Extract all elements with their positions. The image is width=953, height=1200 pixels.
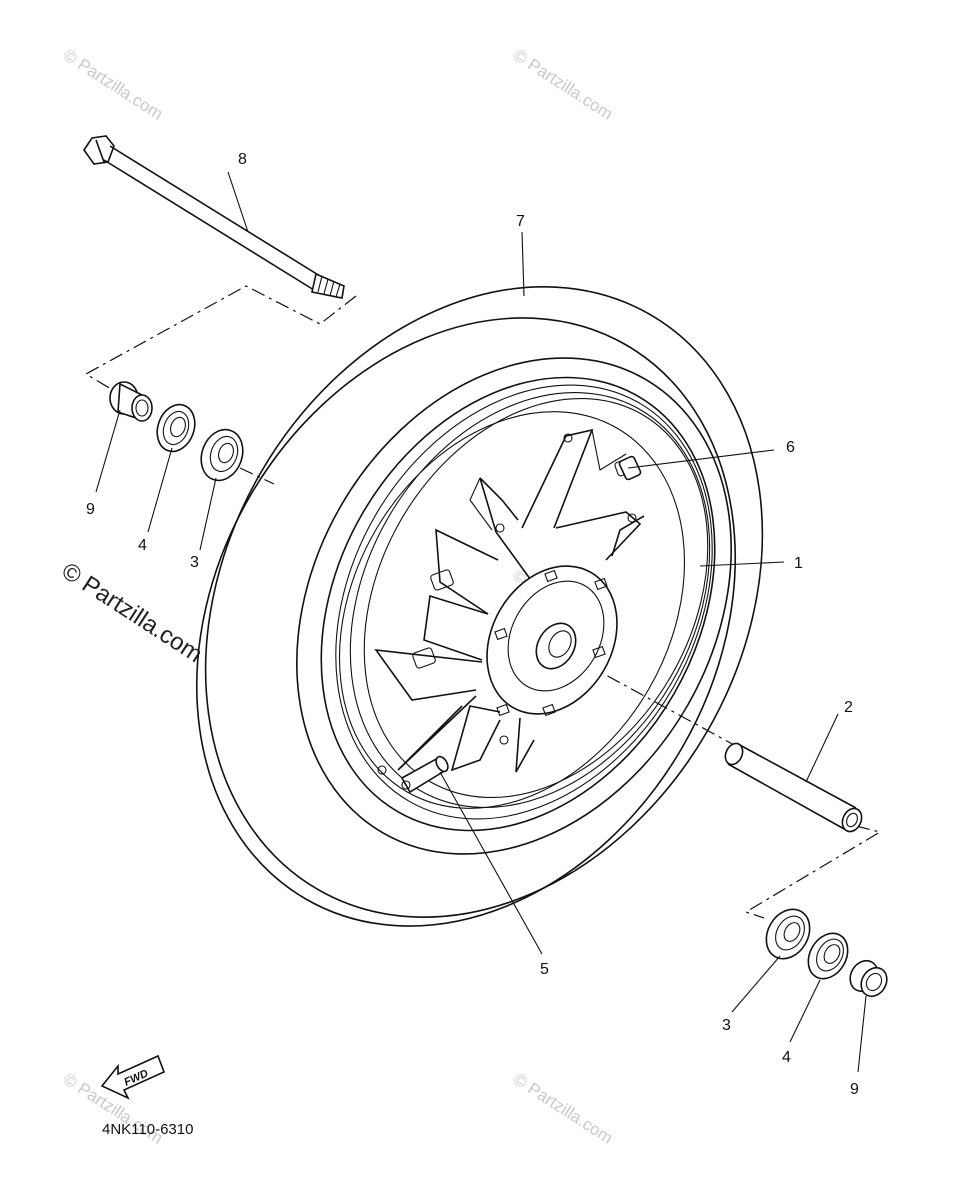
callout-label: 3 [722, 1017, 731, 1034]
watermark: © Partzilla.com [510, 45, 616, 123]
axle-part-8[interactable] [83, 135, 345, 299]
rim-part-1[interactable] [242, 306, 794, 902]
oil-seal-part-4-left[interactable] [151, 399, 201, 456]
callout-label: 1 [794, 555, 803, 572]
spacer-part-2[interactable] [722, 741, 865, 835]
bearing-part-3-left[interactable] [194, 424, 249, 487]
wheel-hub[interactable] [461, 542, 643, 737]
wheel-assembly[interactable] [89, 185, 873, 1024]
callout-label: 3 [190, 554, 199, 571]
tire-part-5[interactable] [89, 185, 873, 1024]
fwd-arrow-icon: FWD [100, 1054, 166, 1100]
callout-label: 4 [138, 537, 147, 554]
diagram-code: 4NK110-6310 [102, 1121, 193, 1138]
watermark: © Partzilla.com [510, 1069, 616, 1147]
callout-label: 6 [786, 439, 795, 456]
callout-label: 5 [540, 961, 549, 978]
callout-label: 8 [238, 151, 247, 168]
callout-label: 7 [516, 213, 525, 230]
callout-label: 9 [86, 501, 95, 518]
valve-part-6[interactable] [400, 755, 450, 794]
callout-labels: 8 7 9 4 3 6 1 2 5 3 4 9 [86, 151, 859, 1098]
watermark-main: © Partzilla.com [57, 557, 207, 668]
oil-seal-part-4-right[interactable] [800, 926, 855, 986]
watermark: © Partzilla.com [60, 45, 166, 123]
callout-label: 4 [782, 1049, 791, 1066]
callout-label: 2 [844, 699, 853, 716]
collar-part-9-right[interactable] [845, 956, 892, 1001]
callout-label: 9 [850, 1081, 859, 1098]
wheel-spokes [374, 428, 645, 773]
bearing-part-3-right[interactable] [758, 901, 819, 966]
collar-part-9-left[interactable] [109, 381, 153, 422]
assembly-axis-lines [84, 285, 882, 919]
leader-lines [95, 171, 867, 1073]
